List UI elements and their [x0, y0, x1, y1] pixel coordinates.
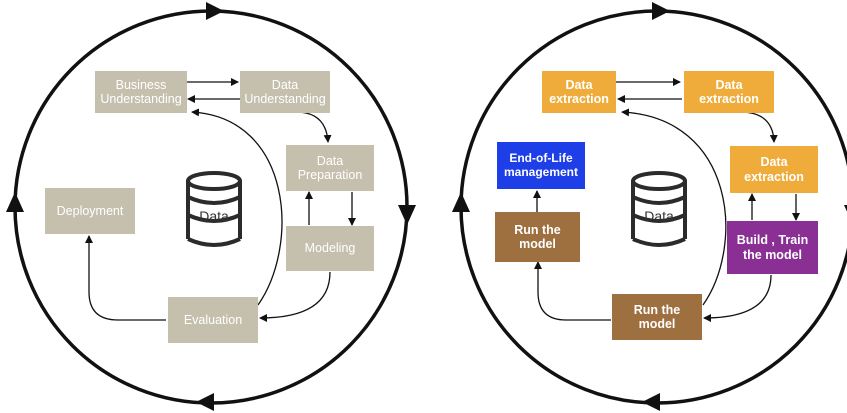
business-understanding-box: Business Understanding [95, 71, 187, 113]
left-cycle-arrow-top [206, 2, 224, 20]
left-database-icon [186, 171, 242, 247]
evaluation-box: Evaluation [168, 297, 258, 343]
right-database-icon [631, 171, 687, 247]
left-cycle-arrow-right [398, 205, 416, 225]
run-model-box-left: Run the model [495, 212, 580, 262]
left-cycle-arrow-bottom [196, 393, 214, 411]
data-preparation-box: Data Preparation [286, 145, 374, 191]
left-arrow-modeling-to-evaluation [259, 271, 331, 322]
build-train-model-box: Build , Train the model [727, 221, 818, 274]
left-arrow-understanding-to-preparation [295, 111, 332, 143]
right-cycle-arrow-bottom [642, 393, 660, 411]
right-arrow-run-to-run [534, 261, 611, 321]
deployment-box: Deployment [45, 188, 135, 234]
data-understanding-box: Data Understanding [240, 71, 330, 113]
right-cycle-arrow-left [452, 192, 470, 212]
left-cycle-arrow-left [6, 192, 24, 212]
left-arrow-evaluation-to-business [191, 108, 283, 306]
right-cycle-arrow-top [652, 2, 670, 20]
right-arrow-run-to-extract1 [621, 108, 727, 306]
data-extraction-box-1: Data extraction [542, 71, 616, 113]
modeling-box: Modeling [286, 226, 374, 271]
data-extraction-box-3: Data extraction [730, 146, 818, 193]
right-database-label: Data [644, 208, 674, 224]
left-arrow-evaluation-to-deployment [85, 235, 166, 321]
end-of-life-management-box: End-of-Life management [497, 142, 585, 189]
run-model-box-bottom: Run the model [612, 294, 702, 340]
right-cycle-arrow-right [844, 205, 847, 212]
data-extraction-box-2: Data extraction [684, 71, 774, 113]
right-cycle-circle [459, 9, 847, 405]
right-arrow-extract2-to-extract3 [739, 111, 778, 143]
right-arrow-build-to-run [703, 274, 772, 322]
left-database-label: Data [199, 208, 229, 224]
